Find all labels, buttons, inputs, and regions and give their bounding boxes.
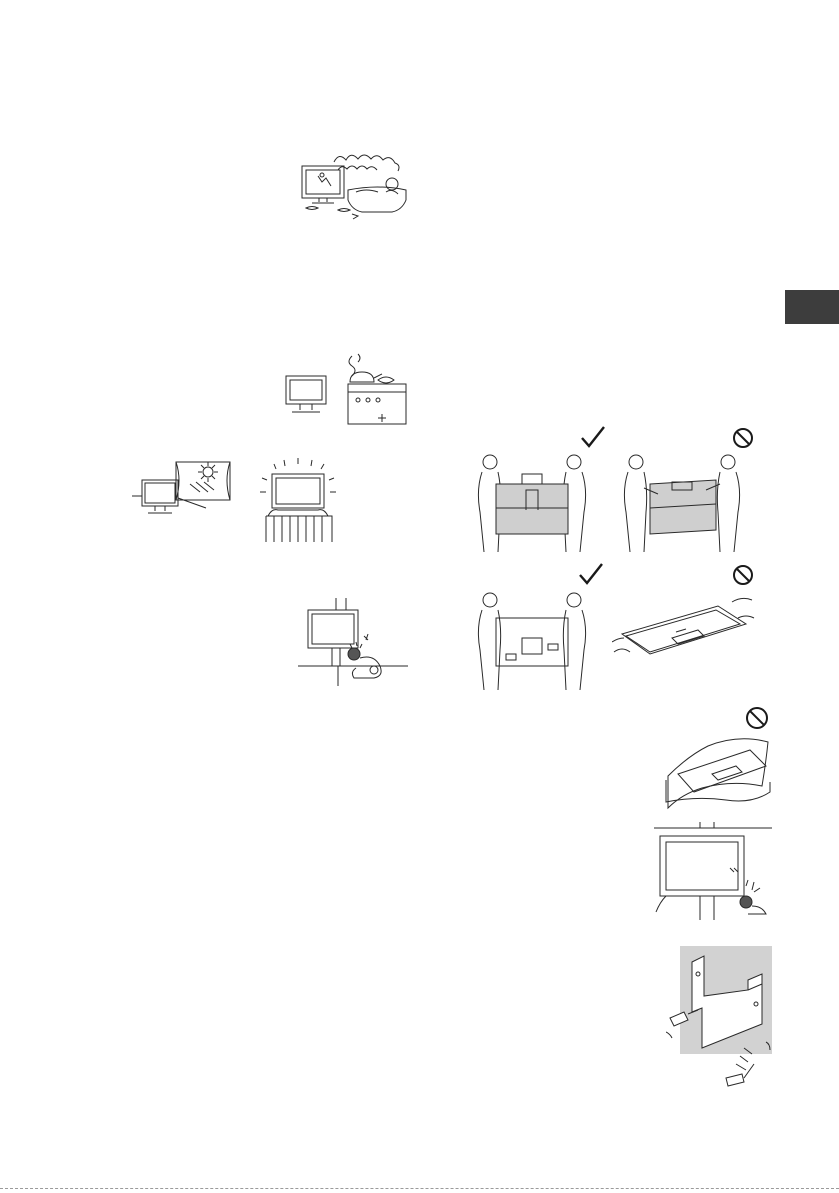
- tv-near-bath-steam-illustration: [294, 148, 412, 224]
- tv-laid-on-cloth-illustration: [662, 730, 774, 810]
- prohibited-mark-icon: [745, 706, 769, 730]
- wall-bracket-screws-illustration: [666, 944, 774, 1096]
- tv-on-heater-illustration: [254, 458, 344, 542]
- wall-mount-child-hit-illustration: [654, 822, 772, 920]
- two-person-carry-screen-grip-illustration: [620, 450, 750, 554]
- page-bottom-rule: [0, 1188, 839, 1189]
- check-mark-icon: [578, 562, 604, 586]
- tv-corner-child-hit-illustration: [296, 598, 408, 690]
- prohibited-mark-icon: [732, 564, 754, 586]
- tv-in-direct-sunlight-illustration: [130, 458, 238, 520]
- tv-laid-flat-carried-illustration: [612, 590, 756, 676]
- check-mark-icon: [580, 425, 606, 449]
- prohibited-mark-icon: [732, 427, 754, 449]
- two-person-carry-back-view-illustration: [470, 588, 596, 692]
- two-person-carry-upright-illustration: [470, 450, 596, 554]
- section-tab: [785, 290, 839, 324]
- tv-near-cooking-stove-illustration: [278, 352, 412, 426]
